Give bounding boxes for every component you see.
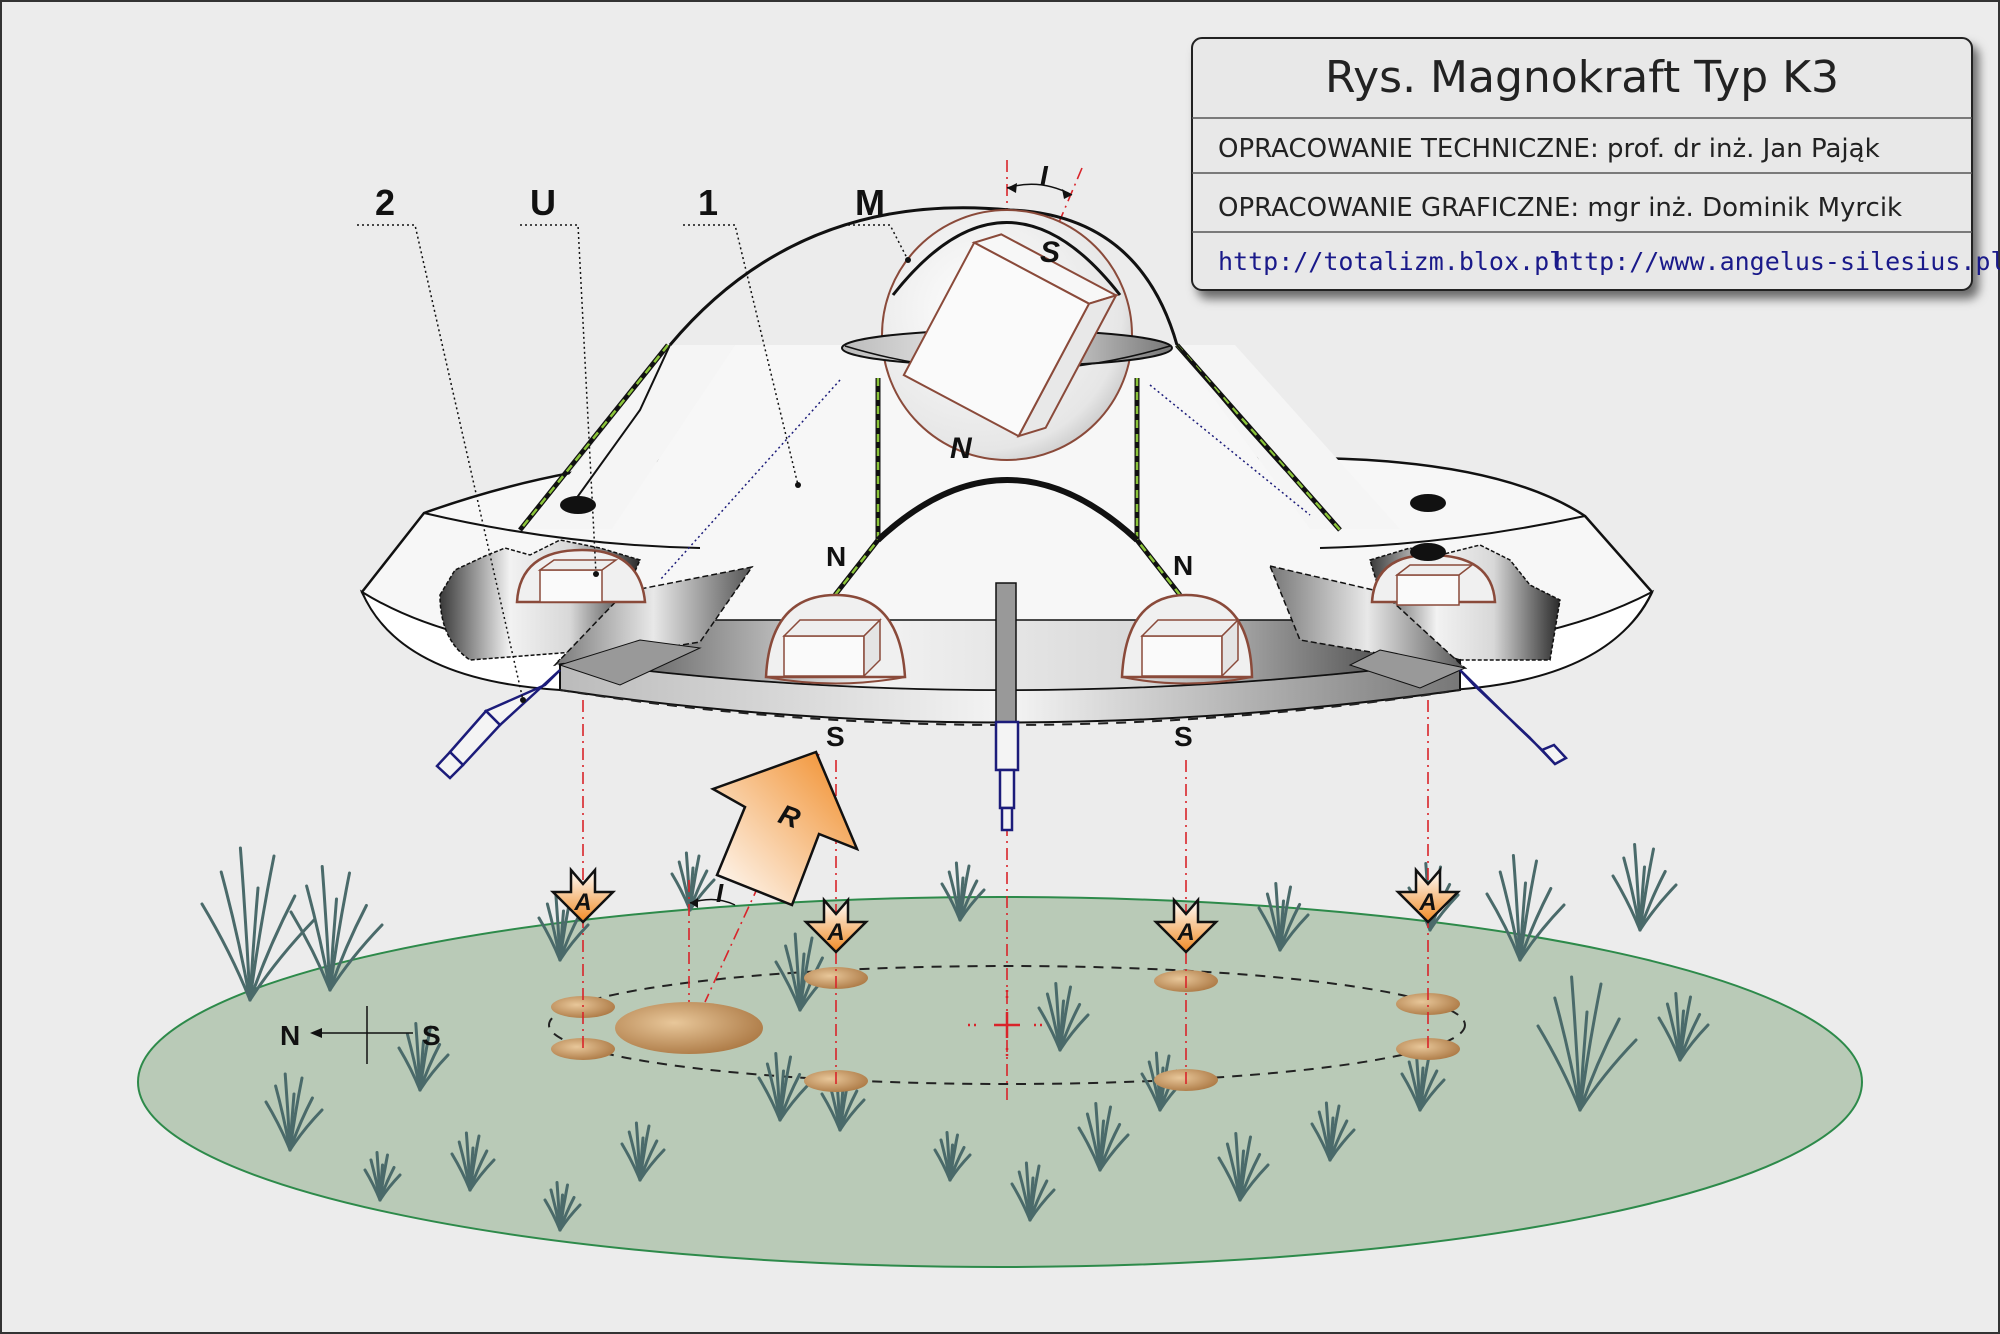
title-text: Rys. Magnokraft Typ K3 — [1325, 52, 1839, 103]
force-arrow-icon: A — [802, 896, 870, 954]
force-arrow-icon: A — [1394, 866, 1462, 924]
grass-tuft-icon — [940, 861, 986, 922]
force-arrow-label: A — [826, 919, 844, 946]
force-arrows: A A A A — [549, 866, 1462, 954]
grass-tuft-icon — [289, 865, 384, 992]
grass-tuft-icon — [1077, 1102, 1130, 1172]
grass-tuft-icon — [264, 1072, 324, 1152]
title-box — [1191, 37, 1973, 291]
shaft-center — [994, 720, 1020, 832]
resultant-arrow-icon: R — [710, 750, 860, 907]
grass-tuft-icon — [543, 1181, 582, 1232]
force-arrow-label: A — [573, 889, 591, 916]
landing-spot — [551, 1038, 615, 1060]
ground-angle-label: I — [716, 878, 724, 908]
part-label-m: M — [855, 182, 885, 223]
left-n-label: N — [826, 541, 846, 572]
grass-group — [200, 843, 1710, 1232]
force-arrow-label: A — [1176, 919, 1194, 946]
main-s-label: S — [1040, 236, 1060, 269]
side-magnet-left-rear — [515, 548, 647, 604]
grass-tuft-icon — [1010, 1161, 1056, 1222]
landing-spot — [1396, 993, 1460, 1015]
grass-tuft-icon — [1611, 843, 1678, 932]
link-angelus[interactable]: http://www.angelus-silesius.pl — [1554, 247, 2000, 276]
grass-tuft-icon — [200, 846, 316, 1002]
grass-tuft-icon — [397, 1022, 450, 1092]
grass-tuft-icon — [1536, 975, 1638, 1112]
landing-spot — [1396, 1038, 1460, 1060]
right-n-label: N — [1173, 550, 1193, 581]
hole-left — [560, 496, 596, 514]
grass-tuft-icon — [620, 1121, 666, 1182]
magnokraft-craft — [359, 206, 1655, 832]
grass-tuft-icon — [1037, 982, 1090, 1052]
right-s-label: S — [1174, 721, 1193, 752]
center-fin — [995, 582, 1017, 727]
part-label-u: U — [530, 182, 556, 223]
grass-tuft-icon — [1657, 992, 1710, 1062]
compass-s-label: S — [422, 1020, 441, 1051]
shaft-left — [435, 669, 561, 780]
angle-indicator: I — [1006, 160, 1073, 199]
angle-label: I — [1040, 160, 1049, 191]
ground-ellipse — [137, 896, 1863, 1268]
main-magnet-cube — [902, 233, 1119, 438]
side-magnet-left — [764, 593, 907, 685]
grass-tuft-icon — [1257, 882, 1310, 952]
grass-tuft-icon — [933, 1131, 972, 1182]
arrow-left-icon — [310, 1028, 322, 1038]
large-landing-spot — [615, 1002, 763, 1054]
landing-circle — [548, 965, 1466, 1085]
technical-credit: OPRACOWANIE TECHNICZNE: prof. dr inż. Ja… — [1218, 134, 1880, 164]
force-arrow-icon: A — [1152, 896, 1220, 954]
ground-angle-indicator: I — [689, 878, 736, 908]
left-s-label: S — [826, 721, 845, 752]
grass-tuft-icon — [1310, 1101, 1356, 1162]
grass-tuft-icon — [1217, 1132, 1270, 1202]
part-label-1: 1 — [698, 182, 718, 223]
leader-lines — [357, 224, 909, 701]
ring-dashed — [559, 689, 1461, 726]
grass-tuft-icon — [1485, 854, 1566, 962]
force-arrow-label: A — [1418, 889, 1436, 916]
shaft-right — [1459, 669, 1569, 766]
side-magnet-right — [1120, 593, 1254, 685]
compass: N S — [280, 1006, 441, 1064]
hole-right-top — [1410, 494, 1446, 512]
force-arrow-icon: A — [549, 866, 617, 924]
grass-tuft-icon — [363, 1151, 402, 1202]
grass-tuft-icon — [757, 1052, 810, 1122]
main-n-label: N — [950, 432, 973, 465]
graphic-credit: OPRACOWANIE GRAFICZNE: mgr inż. Dominik … — [1218, 193, 1902, 223]
inner-arch — [875, 477, 1140, 543]
part-label-2: 2 — [375, 182, 395, 223]
grass-tuft-icon — [450, 1131, 496, 1192]
link-totalizm[interactable]: http://totalizm.blox.pl — [1218, 247, 1564, 276]
compass-n-label: N — [280, 1020, 300, 1051]
landing-spots — [551, 967, 1460, 1092]
hole-right-low — [1410, 543, 1446, 561]
